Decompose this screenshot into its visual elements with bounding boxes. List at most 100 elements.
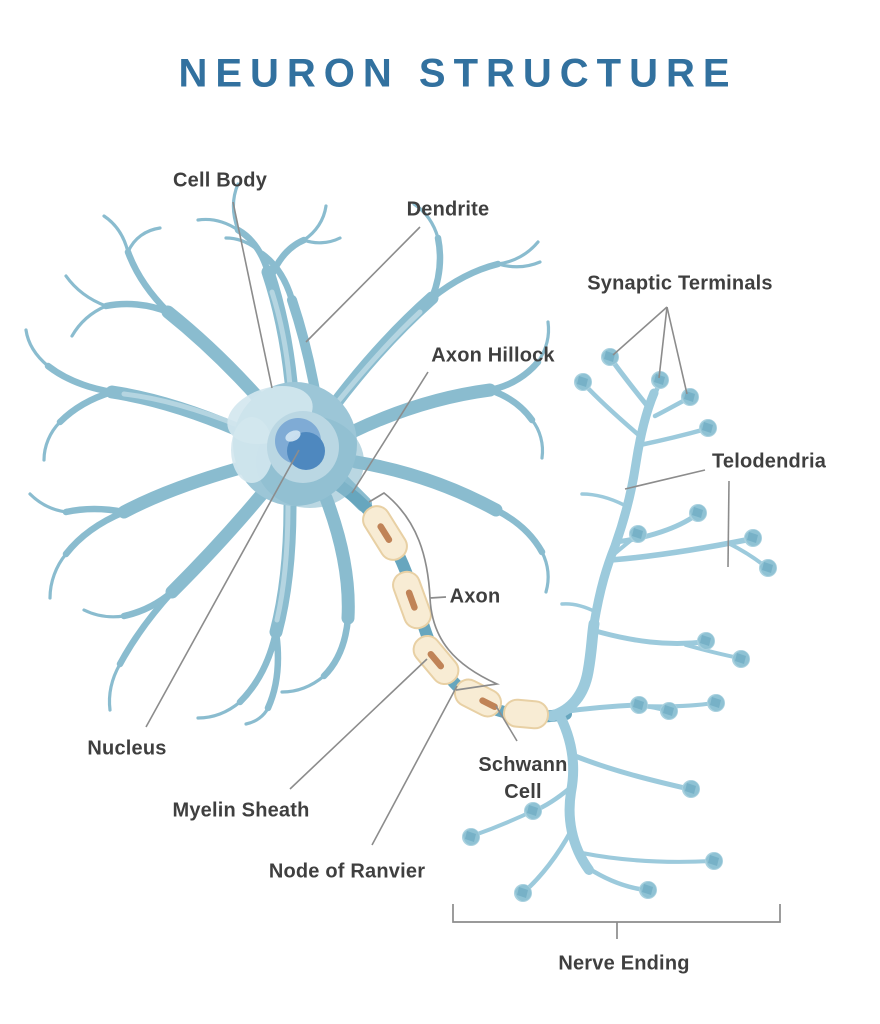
label-nucleus: Nucleus	[87, 737, 167, 760]
synaptic-terminal-bulb	[514, 884, 532, 902]
arbor-branch	[637, 426, 709, 448]
label-myelin-sheath: Myelin Sheath	[172, 799, 310, 822]
dendrite-tip	[496, 240, 540, 266]
leader-line-axon-hillock	[351, 371, 429, 494]
synaptic-terminal-bulb	[682, 780, 700, 798]
arbor-trunk-down	[555, 711, 594, 875]
leader-line-synaptic-terminal-1	[612, 306, 668, 356]
schwann-nucleus-slot	[405, 589, 418, 611]
arbor-branch	[521, 828, 574, 895]
synaptic-terminal-bulb	[574, 373, 592, 391]
nucleus-shape	[287, 432, 325, 470]
dendrite-branch	[264, 628, 282, 712]
dendrite-branch	[161, 305, 269, 409]
cell-body	[227, 382, 364, 508]
dendrite-tip	[70, 304, 108, 338]
synaptic-terminal-bulb	[705, 852, 723, 870]
dendrite-tip	[540, 550, 550, 594]
label-cell-body: Cell Body	[172, 169, 268, 192]
arbor-branch	[613, 512, 699, 545]
leader-lines	[145, 201, 781, 939]
arbor-branch	[580, 851, 714, 864]
synaptic-terminal-bulb	[744, 529, 762, 547]
myelin-segment	[362, 505, 408, 561]
dendrite-tip	[496, 260, 542, 269]
leader-line-node-of-ranvier	[371, 685, 458, 846]
dendrite-highlight	[333, 309, 423, 407]
dendrite-tip	[536, 320, 551, 364]
dendrite-tip	[107, 662, 122, 712]
dendrite-branch	[120, 588, 176, 620]
dendrite-highlight	[269, 289, 293, 389]
schwann-nucleus-slot	[377, 523, 393, 543]
schwann-nucleus-slot	[427, 650, 445, 670]
dendrite-tip	[244, 706, 270, 726]
synaptic-terminal-bulb	[707, 694, 725, 712]
label-axon: Axon	[449, 585, 501, 608]
soma-highlight	[231, 417, 273, 483]
label-axon-hillock: Axon Hillock	[431, 344, 555, 367]
dendrite-highlight	[121, 391, 243, 429]
dendrite-tip	[64, 274, 108, 308]
dendrite-tip	[48, 552, 68, 600]
label-node-of-ranvier: Node of Ranvier	[268, 860, 426, 883]
axon-bracket	[368, 491, 500, 691]
dendrite-branch	[486, 386, 536, 424]
synaptic-terminal-bulb	[629, 525, 647, 543]
dendrite-tip	[196, 217, 240, 232]
myelin-sheath	[362, 505, 550, 730]
dendrite-tip	[28, 492, 68, 514]
dendrite-tip	[224, 236, 264, 256]
dendrite-tip	[102, 214, 130, 254]
arbor-branch	[560, 602, 598, 614]
page-title: NEURON STRUCTURE	[178, 51, 738, 96]
dendrite-branch	[102, 300, 172, 316]
dendrite-branch	[428, 234, 444, 302]
label-telodendria: Telodendria	[711, 450, 827, 473]
arbor-branch	[581, 381, 644, 440]
dendrite-tip	[530, 418, 545, 460]
dendrite-tip	[302, 236, 342, 245]
terminal-arbor	[470, 356, 768, 895]
dendrite-branch	[105, 385, 245, 437]
leader-line-synaptic-terminal-3	[666, 306, 688, 395]
dendrite-tip	[24, 328, 50, 368]
dendrite-branch	[349, 455, 503, 517]
dendrite-branch	[62, 508, 128, 558]
label-nerve-ending: Nerve Ending	[558, 952, 690, 975]
synaptic-terminal-bulb	[689, 504, 707, 522]
leader-line-telodendria-2	[727, 480, 730, 568]
dendrite-tip	[412, 202, 440, 240]
leader-line-nucleus	[145, 449, 300, 728]
synaptic-terminal-bulb	[697, 632, 715, 650]
synaptic-terminal-bulb	[759, 559, 777, 577]
leader-line-schwann-cell	[495, 705, 518, 742]
synaptic-terminal-bulb	[630, 696, 648, 714]
myelin-segment	[412, 634, 460, 686]
synaptic-terminal-bulb	[699, 419, 717, 437]
leader-line-cell-body	[232, 201, 273, 389]
synaptic-terminal-bulb	[639, 881, 657, 899]
myelin-segment	[392, 570, 432, 630]
arbor-branch	[589, 627, 707, 646]
arbor-branch	[608, 536, 754, 563]
arbor-trunk-up	[589, 388, 659, 629]
dendrite-tip	[126, 226, 162, 254]
dendrite-tip	[280, 674, 326, 694]
dendrite-branch	[492, 506, 546, 556]
label-dendrite: Dendrite	[406, 198, 490, 221]
leader-line-dendrite	[305, 226, 421, 343]
nucleus-gleam	[285, 430, 301, 442]
dendrite-branch	[56, 388, 116, 426]
dendrite-branch	[428, 260, 502, 302]
dendrite-branch	[116, 588, 176, 668]
dendrite-tip	[42, 420, 62, 462]
arbor-branch	[580, 492, 626, 507]
dendrite-branch	[44, 362, 116, 396]
schwann-nucleus-slot	[479, 697, 498, 711]
myelin-segment	[502, 698, 550, 730]
dendrite-branch	[320, 614, 352, 680]
label-synaptic-terminals: Synaptic Terminals	[587, 272, 773, 295]
